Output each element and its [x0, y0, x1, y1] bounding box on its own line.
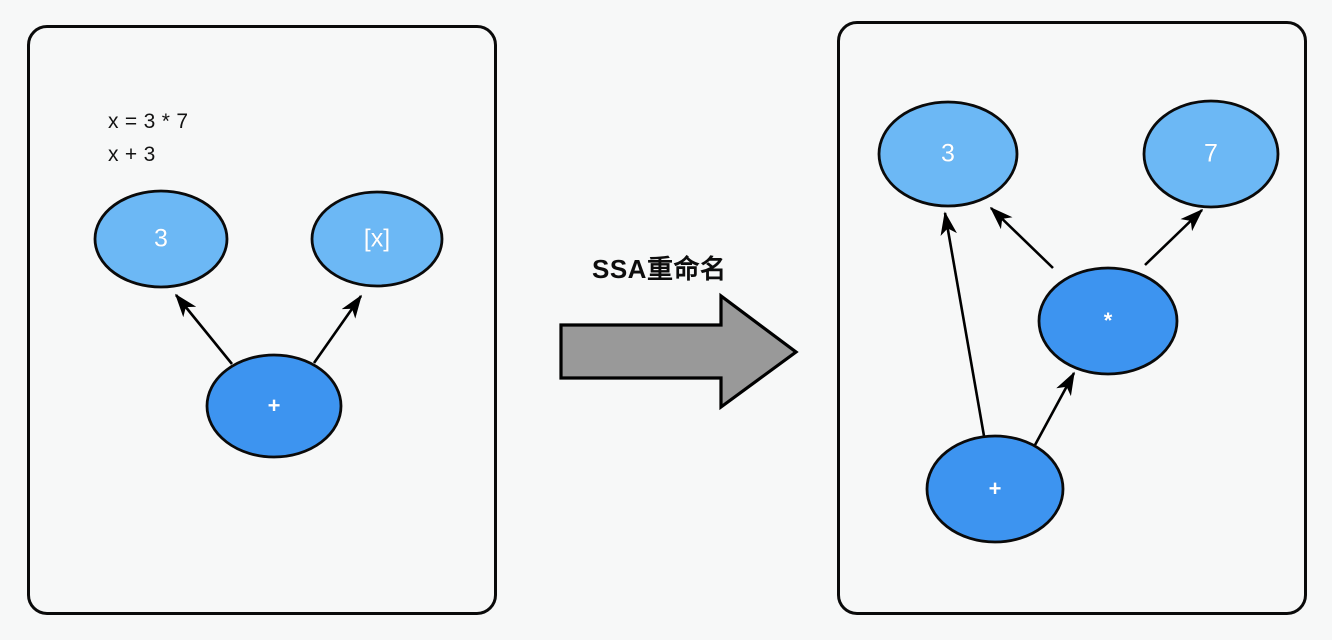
after-node-label-const3: 3 [941, 139, 955, 168]
after-panel [837, 21, 1307, 615]
before-node-label-varx: [x] [363, 224, 391, 253]
after-node-label-plus: + [988, 476, 1002, 501]
after-node-label-const7: 7 [1204, 139, 1218, 168]
before-node-label-plus: + [267, 393, 281, 418]
block-arrow-right-icon [559, 292, 799, 411]
code-line-expression: x + 3 [108, 143, 156, 166]
before-panel [27, 25, 497, 615]
after-node-label-mult: * [1103, 308, 1113, 333]
before-node-label-const3: 3 [154, 224, 168, 253]
transform-label: SSA重命名 [592, 254, 727, 284]
code-line-assignment: x = 3 * 7 [108, 110, 189, 133]
